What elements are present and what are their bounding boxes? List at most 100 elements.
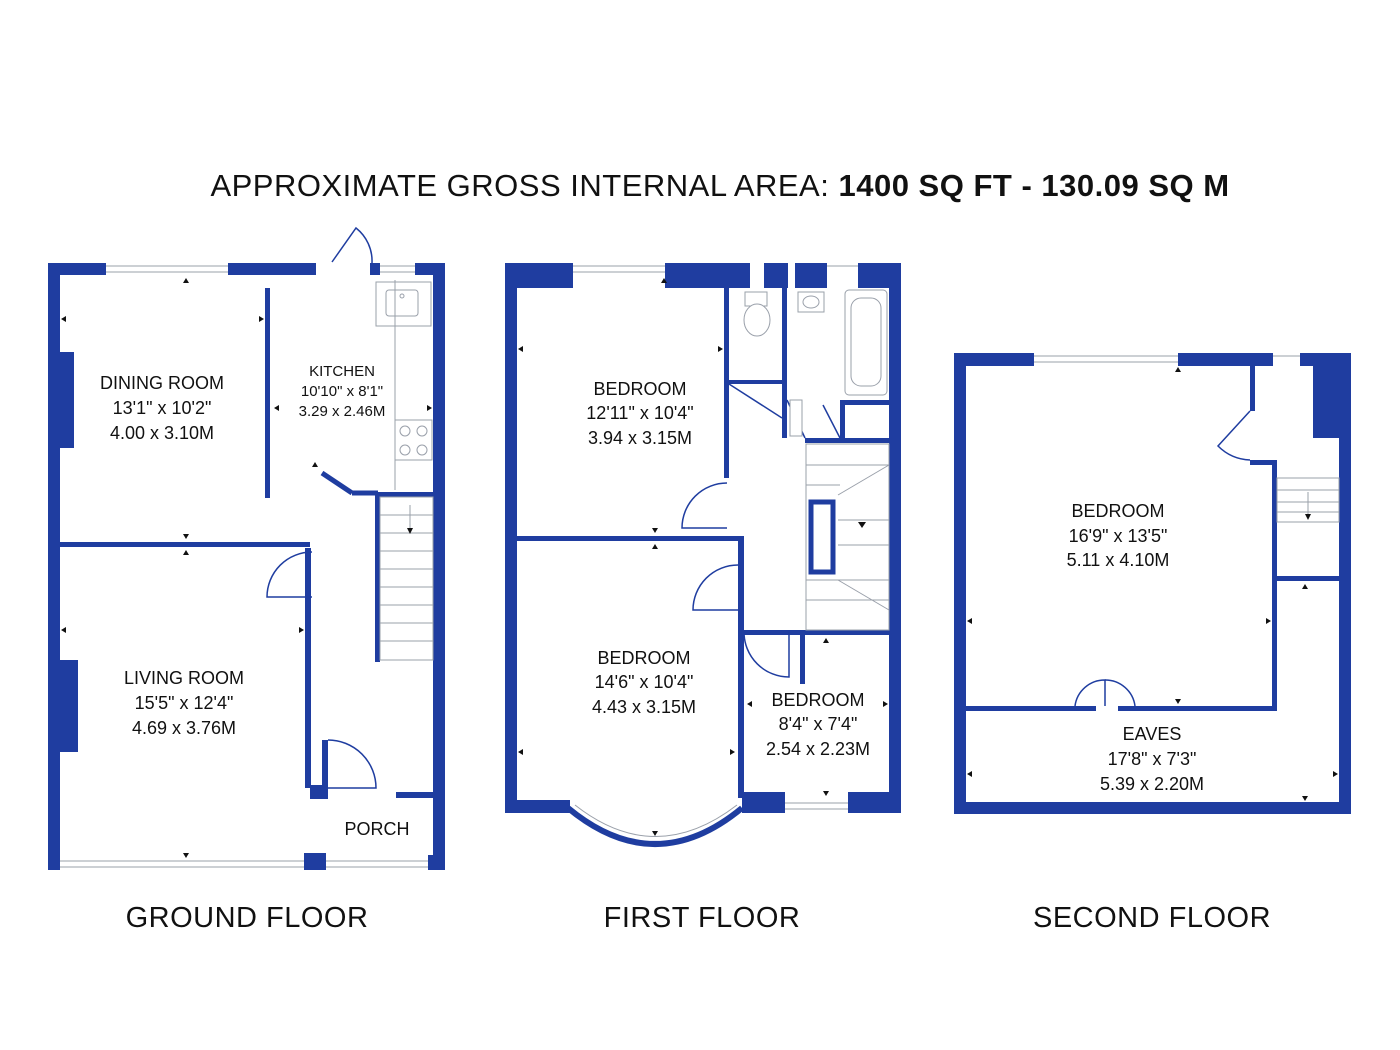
wall xyxy=(727,380,785,384)
wall xyxy=(304,853,326,870)
door-swing xyxy=(728,383,783,419)
door-swing xyxy=(266,551,313,598)
wall xyxy=(744,630,889,635)
bedroom-1-imperial: 12'11" x 10'4" xyxy=(586,403,693,423)
door-swing xyxy=(692,564,739,611)
wall xyxy=(322,740,328,798)
living-room-name: LIVING ROOM xyxy=(124,668,244,688)
wall xyxy=(1272,576,1339,581)
door-swing xyxy=(822,404,841,439)
eaves-imperial: 17'8" x 7'3" xyxy=(1108,749,1197,769)
wall xyxy=(48,542,310,547)
chimney-breast xyxy=(60,660,78,752)
bedroom-3-metric: 2.54 x 2.23M xyxy=(766,739,870,759)
area-title: APPROXIMATE GROSS INTERNAL AREA: 1400 SQ… xyxy=(0,168,1400,204)
first-floor-plan: BEDROOM 12'11" x 10'4" 3.94 x 3.15M BEDR… xyxy=(505,263,901,934)
wall xyxy=(805,438,889,443)
kitchen-fixtures xyxy=(375,280,433,490)
ground-floor-label: GROUND FLOOR xyxy=(126,902,369,934)
living-room-imperial: 15'5" x 12'4" xyxy=(135,693,234,713)
wall xyxy=(1250,460,1275,465)
wall xyxy=(375,492,433,497)
dining-room-name: DINING ROOM xyxy=(100,373,224,393)
wall xyxy=(738,536,744,626)
wall xyxy=(782,288,787,438)
bedroom-1-name: BEDROOM xyxy=(593,379,686,399)
kitchen-name: KITCHEN xyxy=(309,363,375,380)
staircase xyxy=(805,443,890,631)
wall xyxy=(954,353,1034,366)
ground-floor-plan: DINING ROOM 13'1" x 10'2" 4.00 x 3.10M K… xyxy=(48,226,445,934)
bedroom-2-name: BEDROOM xyxy=(597,648,690,668)
wall xyxy=(375,492,380,662)
living-room-metric: 4.69 x 3.76M xyxy=(132,718,236,738)
eaves-name: EAVES xyxy=(1123,724,1182,744)
dimension-markers xyxy=(61,278,432,858)
dimension-markers xyxy=(967,367,1338,801)
second-bedroom-name: BEDROOM xyxy=(1071,501,1164,521)
wall xyxy=(1118,706,1277,711)
wall xyxy=(228,263,316,275)
wall xyxy=(265,288,270,498)
area-label: APPROXIMATE GROSS INTERNAL AREA: xyxy=(210,168,830,203)
first-floor-label: FIRST FLOOR xyxy=(604,902,801,934)
chimney xyxy=(808,499,836,575)
wall xyxy=(954,802,1351,814)
bedroom-2-metric: 4.43 x 3.15M xyxy=(592,697,696,717)
door-swing xyxy=(1104,679,1136,707)
second-bedroom-metric: 5.11 x 4.10M xyxy=(1067,550,1170,570)
bedroom-3-imperial: 8'4" x 7'4" xyxy=(779,714,858,734)
wall xyxy=(966,706,1096,711)
wall xyxy=(505,800,570,813)
second-floor-label: SECOND FLOOR xyxy=(1033,902,1271,934)
wall xyxy=(1178,353,1273,366)
wall xyxy=(48,263,60,870)
dining-room-imperial: 13'1" x 10'2" xyxy=(113,398,212,418)
door-swing xyxy=(1216,410,1251,461)
wall xyxy=(742,792,785,813)
staircase xyxy=(379,496,434,661)
wall xyxy=(1250,366,1255,411)
door-swing xyxy=(743,631,790,678)
wall xyxy=(305,548,311,788)
wall xyxy=(800,634,805,684)
wall xyxy=(764,263,788,288)
second-floor-plan: BEDROOM 16'9" x 13'5" 5.11 x 4.10M EAVES… xyxy=(954,353,1351,934)
dining-room-metric: 4.00 x 3.10M xyxy=(110,423,214,443)
wall xyxy=(738,626,744,798)
wall xyxy=(396,792,433,798)
wall xyxy=(665,263,750,288)
wall xyxy=(840,400,845,440)
wall xyxy=(48,263,106,275)
second-bedroom-imperial: 16'9" x 13'5" xyxy=(1069,526,1168,546)
chimney-breast xyxy=(60,352,74,448)
wall xyxy=(724,288,729,478)
wall xyxy=(889,263,901,813)
area-value: 1400 SQ FT - 130.09 SQ M xyxy=(838,168,1230,203)
wall xyxy=(1272,460,1277,710)
bay-window xyxy=(566,805,744,847)
wall xyxy=(848,792,901,813)
wall xyxy=(505,536,743,541)
dimension-markers xyxy=(518,278,888,836)
bedroom-1-metric: 3.94 x 3.15M xyxy=(588,428,692,448)
wall xyxy=(428,855,445,870)
porch-name: PORCH xyxy=(344,819,409,839)
wall xyxy=(795,263,827,288)
bedroom-3-name: BEDROOM xyxy=(771,690,864,710)
wall xyxy=(840,400,889,405)
kitchen-imperial: 10'10" x 8'1" xyxy=(301,383,383,400)
bathroom-fixtures xyxy=(743,289,888,437)
door-swing xyxy=(681,482,728,529)
door-swing xyxy=(331,226,373,264)
kitchen-metric: 3.29 x 2.46M xyxy=(299,403,386,420)
wall xyxy=(954,353,966,814)
door-swing xyxy=(327,739,377,789)
eaves-metric: 5.39 x 2.20M xyxy=(1100,774,1204,794)
wall xyxy=(48,858,60,870)
wall xyxy=(370,263,380,275)
door-swing xyxy=(1074,679,1106,707)
staircase xyxy=(1276,477,1340,523)
bedroom-2-imperial: 14'6" x 10'4" xyxy=(595,672,694,692)
